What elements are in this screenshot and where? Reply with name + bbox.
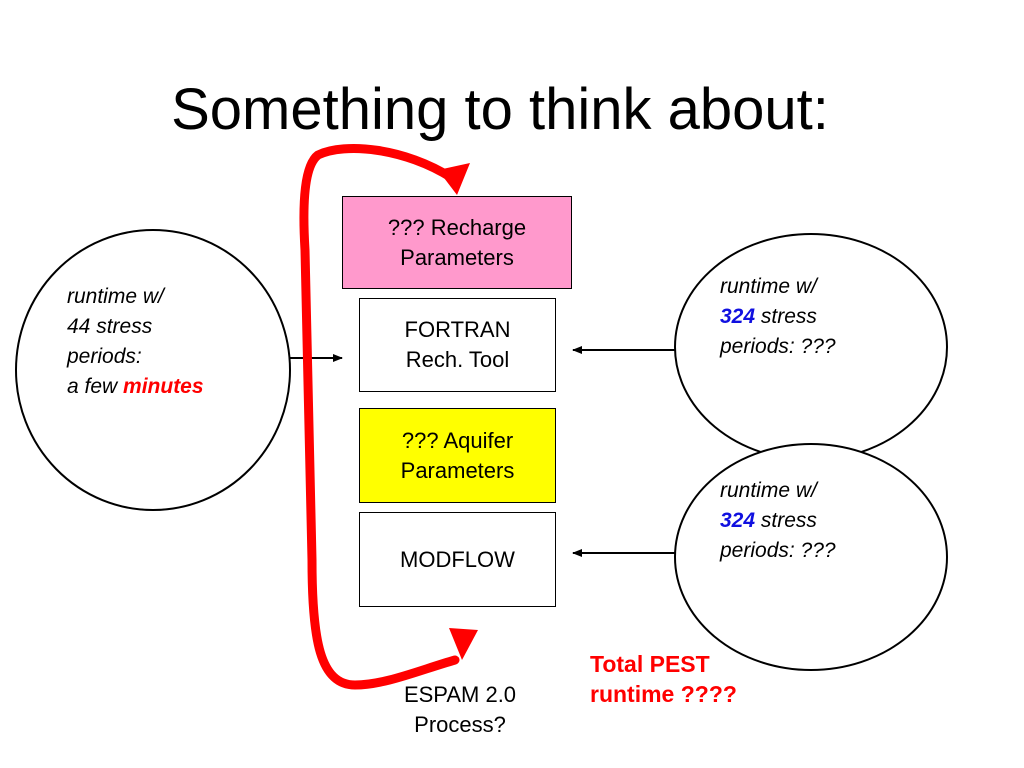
aquifer-parameters-box: ??? Aquifer Parameters (359, 408, 556, 503)
right-oval-top-text: runtime w/ 324 stress periods: ??? (720, 272, 836, 362)
minutes-emphasis: minutes (123, 375, 204, 398)
right-bottom-324: 324 (720, 509, 756, 532)
right-oval-bottom-text: runtime w/ 324 stress periods: ??? (720, 476, 836, 566)
right-bottom-line3: periods: ??? (720, 539, 836, 562)
right-top-324: 324 (720, 305, 756, 328)
left-oval (15, 229, 291, 511)
left-oval-line4: a few minutes (67, 372, 204, 402)
left-oval-line1: runtime w/ (67, 285, 164, 308)
total-pest-runtime-label: Total PEST runtime ???? (590, 651, 737, 707)
left-oval-line3: periods: (67, 345, 142, 368)
right-top-stress: stress (755, 305, 817, 328)
red-loop-arrow (299, 144, 460, 690)
modflow-box: MODFLOW (359, 512, 556, 607)
fortran-rech-tool-box: FORTRAN Rech. Tool (359, 298, 556, 392)
slide-title: Something to think about: (171, 77, 829, 142)
red-arrowhead-top (438, 163, 470, 195)
left-oval-line4-prefix: a few (67, 375, 124, 398)
right-top-line2: 324 stress (720, 302, 836, 332)
espam-process-label: ESPAM 2.0 Process? (403, 682, 517, 737)
red-arrowhead-bottom (449, 628, 478, 660)
right-top-line1: runtime w/ (720, 275, 817, 298)
right-bottom-line2: 324 stress (720, 506, 836, 536)
right-oval-bottom (674, 443, 948, 671)
right-bottom-line1: runtime w/ (720, 479, 817, 502)
right-bottom-stress: stress (755, 509, 817, 532)
recharge-parameters-box: ??? Recharge Parameters (342, 196, 572, 289)
right-top-line3: periods: ??? (720, 335, 836, 358)
left-oval-text: runtime w/ 44 stress periods: a few minu… (67, 282, 204, 402)
left-oval-line2: 44 stress (67, 315, 153, 338)
